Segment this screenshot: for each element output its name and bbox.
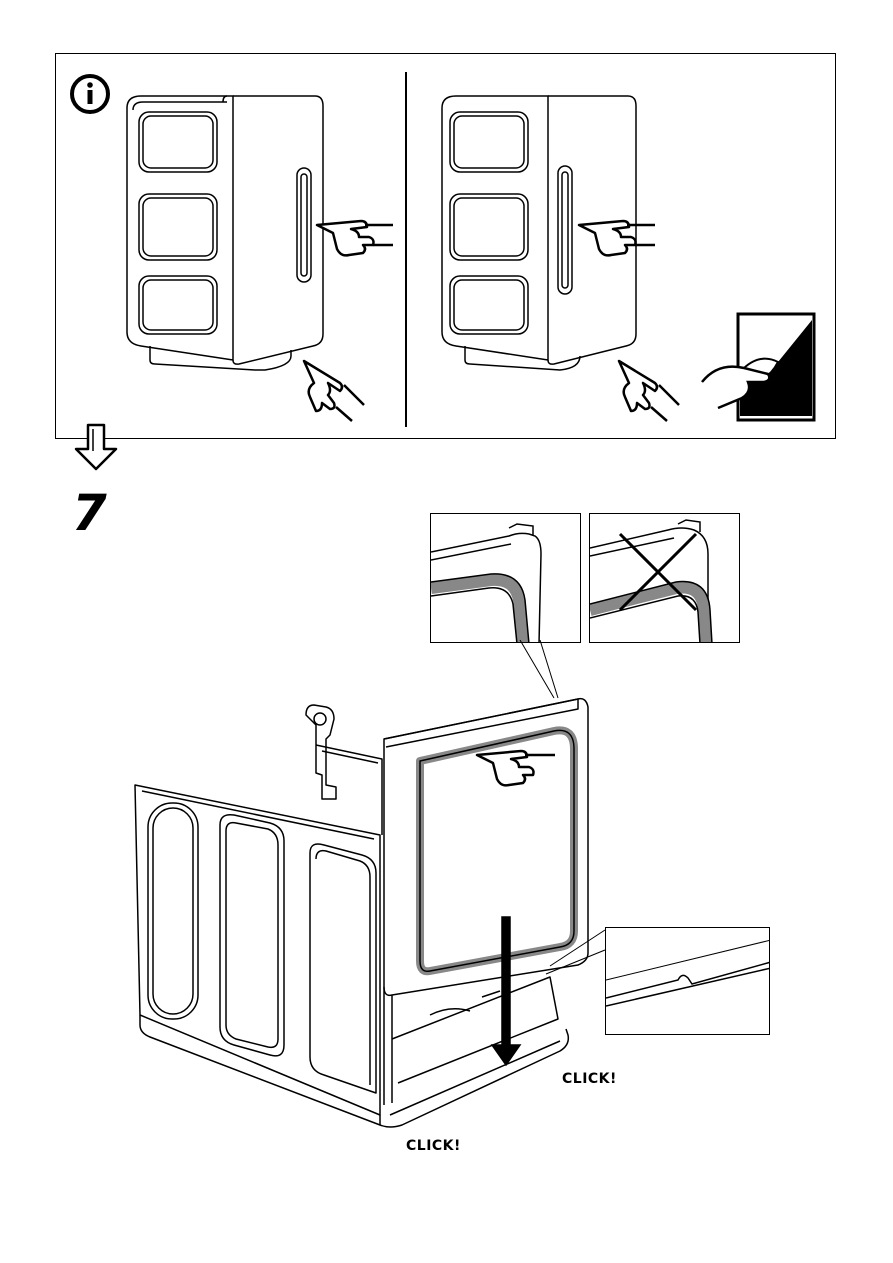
panel-divider	[405, 72, 407, 427]
click-label-bottom: CLICK!	[406, 1138, 461, 1154]
pointing-hand-icon	[315, 215, 395, 260]
detail-correct-fit	[430, 513, 581, 643]
peel-film-icon	[698, 312, 818, 422]
pointing-hand-icon	[300, 355, 370, 425]
click-label-right: CLICK!	[562, 1071, 617, 1087]
next-step-arrow-icon	[72, 423, 120, 473]
pointing-hand-icon	[615, 355, 685, 425]
info-icon	[68, 72, 112, 116]
main-assembly-illustration	[130, 695, 590, 1135]
pointing-hand-icon	[577, 215, 657, 260]
step-number: 7	[72, 488, 107, 538]
detail-incorrect-fit	[589, 513, 740, 643]
